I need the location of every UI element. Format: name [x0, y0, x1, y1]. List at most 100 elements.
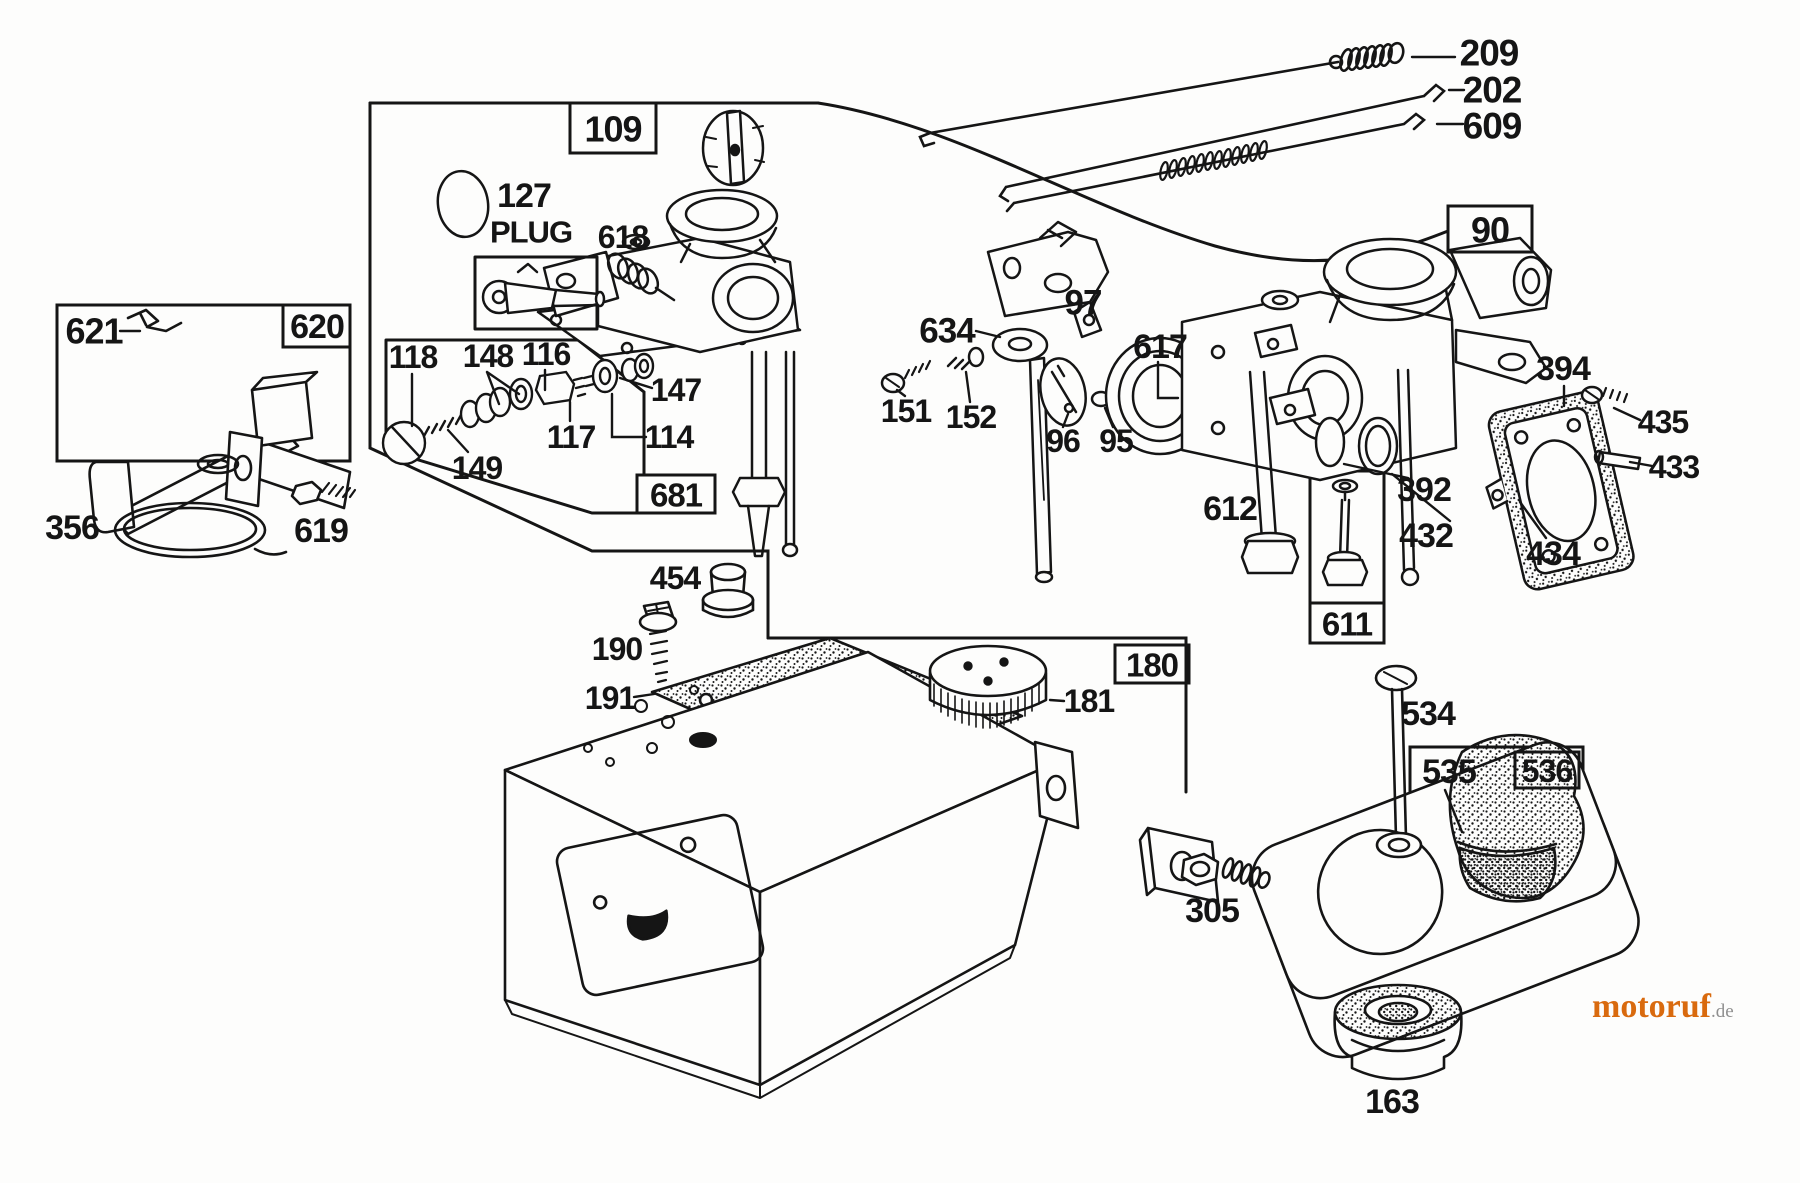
nut-117	[534, 370, 576, 406]
part-label-127: 127	[497, 177, 551, 215]
part-label-box-109	[568, 101, 658, 155]
part-label-305: 305	[1185, 892, 1239, 930]
o-ring-tail	[253, 547, 288, 556]
main-jet-tubes	[731, 350, 799, 558]
part-label-95: 95	[1099, 423, 1133, 459]
bolt-612	[1240, 370, 1300, 575]
part-label-plug: PLUG	[490, 215, 572, 250]
part-label-96: 96	[1046, 423, 1080, 459]
part-label-433: 433	[1649, 449, 1700, 485]
box-620	[55, 303, 352, 463]
part-label-611: 611	[1322, 606, 1373, 643]
choke-link-spring-618	[606, 252, 676, 302]
part-label-box-536	[1513, 750, 1581, 790]
tank-panel	[555, 813, 765, 997]
part-label-634: 634	[919, 312, 976, 351]
carburetor-90	[1104, 236, 1642, 591]
screw-118	[381, 420, 427, 466]
fuel-tank-group	[503, 562, 1220, 1099]
section-109-left-border	[368, 101, 770, 640]
part-label-118: 118	[389, 339, 438, 375]
needle-valve-611	[1321, 478, 1369, 587]
bracket-97	[986, 230, 1110, 318]
part-label-618: 618	[598, 219, 649, 255]
part-label-114: 114	[645, 419, 695, 455]
jet-hex-nut	[731, 476, 787, 508]
part-label-181: 181	[1064, 683, 1115, 719]
throttle-shaft	[1028, 356, 1053, 576]
spring-148	[422, 413, 463, 438]
part-label-147: 147	[651, 372, 702, 408]
rod-209	[918, 60, 1340, 148]
choke-shaft-box	[473, 255, 606, 331]
idle-tube	[1396, 368, 1420, 587]
air-cleaner-group	[1180, 664, 1640, 1081]
part-label-435: 435	[1638, 404, 1689, 440]
watermark-suffix: .de	[1710, 1001, 1734, 1022]
part-label-97: 97	[1065, 284, 1102, 323]
part-label-534: 534	[1401, 695, 1456, 733]
part-label-617: 617	[1133, 328, 1187, 366]
part-label-536: 536	[1522, 753, 1573, 789]
part-label-612: 612	[1203, 490, 1257, 528]
bracket-clip	[1038, 220, 1078, 248]
screw-151-threads	[903, 359, 932, 380]
screw-619	[290, 480, 323, 506]
lever-rubber-tip	[88, 460, 136, 534]
bolt-305	[1180, 852, 1271, 890]
leader-lines	[118, 55, 1654, 834]
washer-147	[591, 358, 619, 394]
rod-609	[1005, 112, 1427, 213]
watermark: motoruf.de	[1592, 988, 1734, 1026]
part-label-392: 392	[1397, 471, 1451, 509]
fuel-cap-181	[928, 644, 1048, 729]
spring-209	[1339, 41, 1405, 73]
part-label-180: 180	[1126, 647, 1178, 684]
carburetor-109	[436, 109, 802, 558]
part-label-163: 163	[1365, 1083, 1419, 1121]
part-label-117: 117	[547, 419, 596, 455]
pivot-hole	[196, 453, 240, 475]
part-label-149: 149	[452, 450, 503, 486]
part-label-116: 116	[522, 336, 571, 372]
part-label-535: 535	[1422, 753, 1476, 791]
part-label-681: 681	[650, 477, 703, 514]
part-label-209: 209	[1460, 33, 1519, 74]
part-label-148: 148	[463, 338, 514, 374]
part-label-454: 454	[650, 560, 702, 596]
bushing-454	[701, 562, 755, 619]
governor-lever-assembly	[88, 308, 357, 559]
part-label-432: 432	[1399, 517, 1453, 555]
part-label-box-620	[281, 303, 352, 349]
screw-435	[1580, 385, 1629, 405]
pin-152	[946, 356, 972, 371]
part-label-box-681	[635, 473, 717, 515]
watermark-brand: motoruf	[1592, 988, 1711, 1025]
needle-seat-parts	[381, 352, 655, 466]
spring-609	[1159, 140, 1268, 181]
grommet-cup-163	[1333, 983, 1463, 1081]
throttle-bore	[711, 262, 795, 334]
part-label-151: 151	[881, 393, 932, 429]
fuel-tank-section-border	[766, 636, 1188, 794]
part-label-609: 609	[1463, 106, 1522, 147]
part-label-434: 434	[1526, 535, 1581, 573]
foam-element-535	[1448, 733, 1585, 903]
gasket-434	[1485, 391, 1635, 591]
screw-190	[638, 600, 678, 684]
part-label-box-180	[1113, 643, 1191, 685]
tank-bracket-right	[1033, 740, 1080, 830]
part-label-box-90	[1446, 204, 1534, 254]
washer-116	[508, 377, 534, 411]
lever-clip-621	[126, 308, 183, 333]
part-label-152: 152	[946, 399, 997, 435]
part-label-191: 191	[585, 680, 636, 716]
part-label-620: 620	[290, 308, 344, 346]
o-ring-356	[113, 501, 267, 559]
air-horn-neck	[679, 238, 777, 264]
rod-209-eyelet	[1328, 54, 1344, 70]
plug-127	[436, 169, 490, 239]
screw-boss	[621, 233, 651, 251]
